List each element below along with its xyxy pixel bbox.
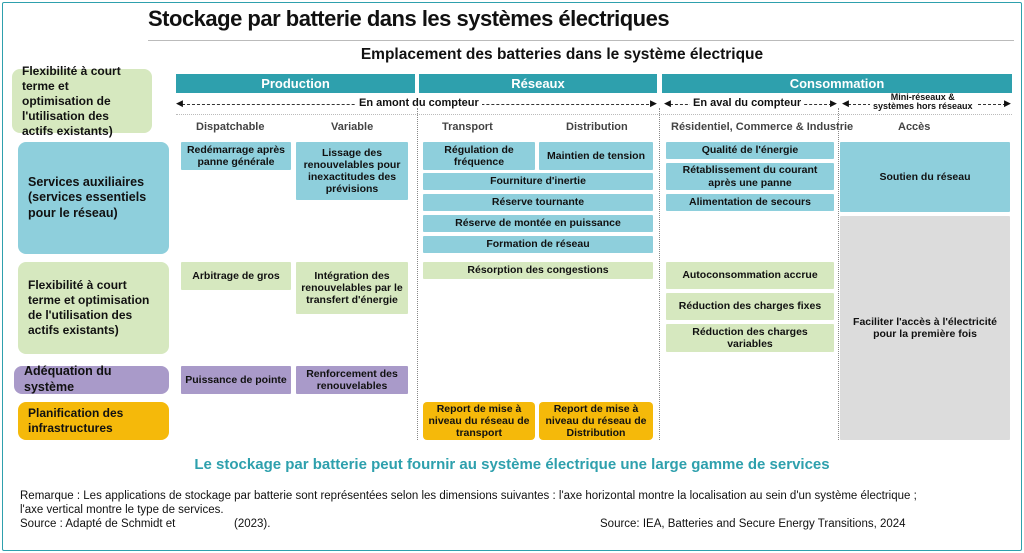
- box-formation: Formation de réseau: [423, 236, 653, 253]
- figure-caption: Le stockage par batterie peut fournir au…: [194, 456, 830, 473]
- arrow-aval-left-head-icon: ◀: [664, 98, 671, 108]
- box-renforcement: Renforcement des renouvelables: [296, 366, 408, 394]
- separator-aval-mini: [838, 108, 839, 440]
- header-consommation: Consommation: [662, 74, 1012, 93]
- box-autoconsommation: Autoconsommation accrue: [666, 262, 834, 289]
- box-regulation: Régulation de fréquence: [423, 142, 535, 170]
- arrow-aval-label: En aval du compteur: [690, 97, 805, 109]
- box-qualite: Qualité de l'énergie: [666, 142, 834, 159]
- arrow-amont-label: En amont du compteur: [356, 97, 482, 109]
- row-label-planification: Planification des infrastructures: [18, 402, 169, 440]
- separator-reseaux-consommation: [659, 108, 660, 440]
- box-puissance-pointe: Puissance de pointe: [181, 366, 291, 394]
- note-source-year: (2023).: [234, 518, 271, 530]
- title-rule: [148, 40, 1014, 41]
- arrow-mini-label-line2: systèmes hors réseaux: [873, 101, 973, 111]
- grid-top-line: [176, 114, 1012, 115]
- row-label-services: Services auxiliaires (services essentiel…: [18, 142, 169, 254]
- box-charges-variables: Réduction des charges variables: [666, 324, 834, 352]
- arrow-mini-label: Mini-réseaux & systèmes hors réseaux: [870, 93, 976, 111]
- box-faciliter-acces: Faciliter l'accès à l'électricité pour l…: [840, 216, 1010, 440]
- box-soutien: Soutien du réseau: [840, 142, 1010, 212]
- box-maintien: Maintien de tension: [539, 142, 653, 170]
- arrow-aval-right-head-icon: ▶: [830, 98, 837, 108]
- box-report-distribution: Report de mise à niveau du réseau de Dis…: [539, 402, 653, 440]
- box-montee: Réserve de montée en puissance: [423, 215, 653, 232]
- arrow-right-head-icon: ▶: [650, 98, 657, 108]
- box-redemarrage: Redémarrage après panne générale: [181, 142, 291, 170]
- figure-subtitle: Emplacement des batteries dans le systèm…: [360, 46, 764, 63]
- separator-production-reseaux: [417, 108, 418, 440]
- box-charges-fixes: Réduction des charges fixes: [666, 293, 834, 320]
- figure-title: Stockage par batterie dans les systèmes …: [148, 6, 670, 31]
- box-inertie: Fourniture d'inertie: [423, 173, 653, 190]
- note-source-right: Source: IEA, Batteries and Secure Energy…: [600, 518, 906, 530]
- note-remarque-line2: l'axe vertical montre le type de service…: [20, 504, 224, 516]
- subcol-acces: Accès: [898, 121, 931, 133]
- box-lissage: Lissage des renouvelables pour inexactit…: [296, 142, 408, 200]
- subcol-residentiel: Résidentiel, Commerce & Industrie: [671, 121, 854, 133]
- header-reseaux: Réseaux: [419, 74, 657, 93]
- box-report-transport: Report de mise à niveau du réseau de tra…: [423, 402, 535, 440]
- header-production: Production: [176, 74, 415, 93]
- subcol-variable: Variable: [331, 121, 374, 133]
- box-resorption: Résorption des congestions: [423, 262, 653, 279]
- row-label-adequation: Adéquation du système: [14, 364, 169, 394]
- row-label-flex: Flexibilité à court terme et optimisatio…: [18, 262, 169, 354]
- box-tournante: Réserve tournante: [423, 194, 653, 211]
- row-label-flex-top: Flexibilité à court terme et optimisatio…: [12, 64, 152, 138]
- arrow-left-head-icon: ◀: [176, 98, 183, 108]
- arrow-mini-label-line1: Mini-réseaux &: [890, 92, 955, 102]
- box-retablissement: Rétablissement du courant après une pann…: [666, 163, 834, 190]
- box-integration: Intégration des renouvelables par le tra…: [296, 262, 408, 314]
- box-secours: Alimentation de secours: [666, 194, 834, 211]
- arrow-mini-left-head-icon: ◀: [842, 98, 849, 108]
- arrow-mini-right-head-icon: ▶: [1004, 98, 1011, 108]
- note-source-left: Source : Adapté de Schmidt et: [20, 518, 176, 530]
- box-arbitrage: Arbitrage de gros: [181, 262, 291, 290]
- subcol-transport: Transport: [442, 121, 493, 133]
- subcol-dispatchable: Dispatchable: [196, 121, 265, 133]
- note-remarque-line1: Remarque : Les applications de stockage …: [20, 490, 917, 502]
- subcol-distribution: Distribution: [566, 121, 628, 133]
